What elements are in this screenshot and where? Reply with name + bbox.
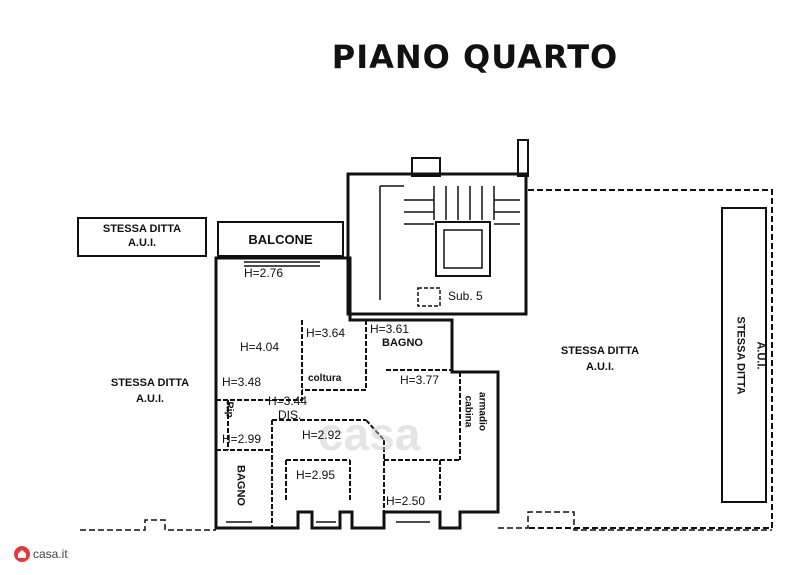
label-coltura: coltura — [308, 373, 342, 384]
label-aui-center: A.U.I. — [585, 361, 615, 373]
lift-shaft — [435, 221, 491, 277]
height-label: H=2.92 — [302, 428, 342, 442]
label-armadio: armadio — [476, 392, 488, 431]
height-label: H=3.77 — [400, 373, 440, 387]
plan-title: PIANO QUARTO — [331, 38, 619, 76]
label-aui-right: A.U.I. — [754, 341, 767, 370]
height-label: H=4.04 — [240, 340, 280, 354]
balcony-outline — [217, 221, 344, 257]
height-label: H=3.64 — [306, 326, 346, 340]
label-sub5: Sub. 5 — [448, 289, 483, 303]
label-balcone: BALCONE — [248, 232, 313, 247]
height-label: H=3.44 — [268, 394, 308, 408]
label-aui-left: A.U.I. — [135, 393, 165, 405]
watermark-text: casa.it — [33, 547, 68, 561]
label-stessa-ditta-top-left: STESSA DITTA — [102, 223, 182, 235]
casa-watermark: casa.it — [14, 545, 68, 563]
neighbor-box-right — [721, 207, 767, 503]
label-stessa-ditta-right: STESSA DITTA — [734, 316, 747, 395]
height-label: H=2.50 — [386, 494, 426, 508]
label-bagno-top: BAGNO — [382, 337, 423, 349]
svg-text:casa: casa — [318, 408, 421, 460]
height-label: H=2.95 — [296, 468, 336, 482]
label-rip: Rip — [223, 401, 235, 418]
stair-core — [346, 172, 528, 316]
label-stessa-ditta-center: STESSA DITTA — [560, 345, 640, 357]
label-dis: DIS. — [278, 408, 302, 422]
label-aui-top-left: A.U.I. — [127, 237, 157, 249]
height-label: H=3.48 — [222, 375, 262, 389]
neighbor-box-top-left — [77, 217, 207, 257]
label-cabina: cabina — [462, 395, 474, 428]
house-icon — [14, 546, 30, 562]
label-stessa-ditta-left: STESSA DITTA — [110, 377, 190, 389]
label-bagno-bottom: BAGNO — [234, 465, 247, 506]
height-label: H=2.99 — [222, 432, 262, 446]
height-label: H=2.76 — [244, 266, 284, 280]
height-label: H=3.61 — [370, 322, 410, 336]
